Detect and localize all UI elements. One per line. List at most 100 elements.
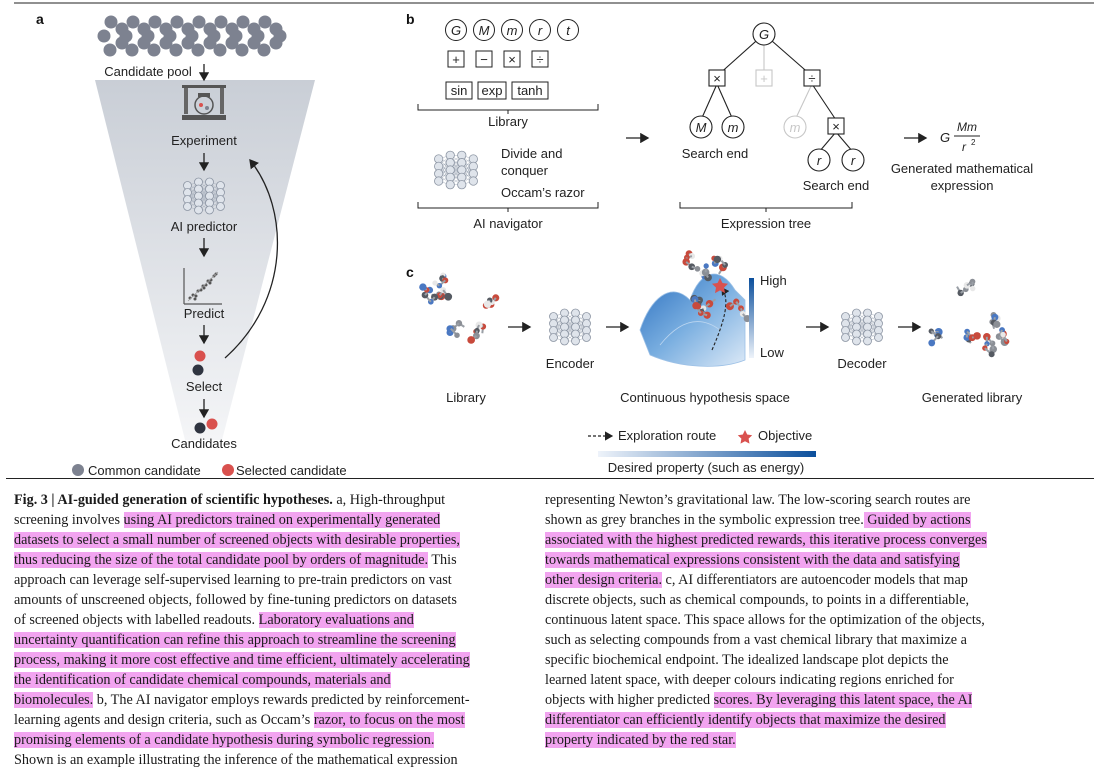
molecule-atom (973, 332, 981, 340)
network-node (434, 176, 444, 186)
network-node (205, 205, 214, 215)
scatter-point (193, 297, 197, 301)
result-label-1: Generated mathematical (891, 161, 1033, 176)
selected-candidate-dot (194, 350, 206, 362)
library-symbol-circle (501, 19, 523, 41)
caption-text: amounts of unscreened objects, followed … (14, 592, 457, 608)
molecule-atom (703, 263, 709, 269)
highlighted-text: property indicated by the red star. (545, 732, 736, 748)
scatter-point (208, 281, 212, 285)
svg-text:G: G (759, 27, 769, 42)
molecule-atom (993, 320, 1001, 328)
caption-line: thus reducing the size of the total cand… (14, 550, 526, 570)
legend-common-swatch (72, 464, 84, 476)
svg-text:+: + (760, 71, 768, 86)
panel-label-c: c (406, 264, 414, 280)
pool-dot (170, 15, 184, 29)
caption-line: such as selecting compounds from a vast … (545, 630, 1057, 650)
caption-line: objects with higher predicted scores. By… (545, 690, 1057, 710)
network-node (571, 336, 580, 346)
caption-line: differentiator can efficiently identify … (545, 710, 1057, 730)
network-node (194, 205, 203, 215)
navigator-text-1: Divide and (501, 146, 562, 161)
tree-op-rr (827, 117, 845, 135)
pool-dot (203, 22, 217, 36)
caption-line: property indicated by the red star. (545, 730, 1057, 750)
highlighted-text: promising elements of a candidate hypoth… (14, 732, 435, 748)
pool-dot (147, 43, 161, 57)
molecule-atom (692, 302, 700, 310)
caption-line: amounts of unscreened objects, followed … (14, 590, 526, 610)
pool-dot (225, 22, 239, 36)
caption-text: a, High-throughput (332, 492, 446, 508)
dark-candidate-dot (192, 364, 204, 376)
network-node (183, 202, 192, 211)
scatter-point (206, 279, 210, 283)
pool-dot (181, 22, 195, 36)
library-symbol-circle (445, 19, 467, 41)
colorbar-high-label: High (760, 273, 787, 288)
pool-dot (236, 15, 250, 29)
pool-dot (97, 29, 111, 43)
library-function-text: exp (482, 83, 503, 98)
navigator-label: AI navigator (473, 216, 543, 231)
library-label: Library (488, 114, 528, 129)
molecule-library-left (419, 272, 500, 344)
objective-star (712, 278, 728, 294)
result-numerator: Mm (957, 120, 977, 134)
colorbar-label: Desired property (such as energy) (608, 460, 805, 475)
caption-line: learned latent space, with deeper colour… (545, 670, 1057, 690)
network-node (863, 336, 872, 346)
legend-objective-star (737, 430, 753, 444)
pool-dot (103, 43, 117, 57)
caption-line: promising elements of a candidate hypoth… (14, 730, 526, 750)
pool-dot (247, 22, 261, 36)
scatter-point (202, 286, 206, 290)
molecule-atom (483, 300, 492, 308)
experiment-label: Experiment (171, 133, 237, 148)
tree-leaf-r1 (807, 148, 831, 172)
decoder-label: Decoder (837, 356, 887, 371)
pool-dot (159, 36, 173, 50)
caption-text: screening involves (14, 512, 124, 528)
network-node (468, 176, 478, 186)
ai-predictor-network-icon (183, 177, 225, 215)
encoder-label: Encoder (546, 356, 595, 371)
molecule-atom (467, 336, 476, 344)
tree-op-left (708, 69, 726, 87)
caption-left-column: Fig. 3 | AI-guided generation of scienti… (14, 490, 526, 770)
svg-text:r: r (851, 153, 856, 168)
molecule-atom (694, 266, 701, 272)
network-node (549, 333, 558, 342)
result-G: G (940, 130, 950, 145)
library-function-box (511, 81, 549, 100)
tree-root-node (752, 22, 776, 46)
caption-text: shown as grey branches in the symbolic e… (545, 512, 864, 528)
tree-leaf-m-grey (783, 115, 807, 139)
pool-dot (115, 36, 129, 50)
svg-text:m: m (790, 120, 801, 135)
latent-landscape (639, 250, 751, 367)
network-node (216, 202, 225, 211)
highlighted-text: Guided by actions (863, 512, 971, 528)
predict-scatter-icon (183, 268, 222, 305)
library-symbol-text: M (479, 23, 490, 38)
pool-dot (169, 43, 183, 57)
legend-route-label: Exploration route (618, 428, 716, 443)
caption-text: specific biochemical endpoint. The ideal… (545, 652, 949, 668)
caption-text: learned latent space, with deeper colour… (545, 672, 954, 688)
pool-dot (269, 22, 283, 36)
library-c-label: Library (446, 390, 486, 405)
result-exponent: 2 (971, 138, 976, 147)
highlighted-text: other design criteria. (545, 572, 662, 588)
caption-line: representing Newton’s gravitational law.… (545, 490, 1057, 510)
pool-dot (247, 36, 261, 50)
highlighted-text: uncertainty quantification can refine th… (14, 632, 456, 648)
library-operator-text: ÷ (536, 52, 543, 67)
library-symbol-circle (473, 19, 495, 41)
caption-line: shown as grey branches in the symbolic e… (545, 510, 1057, 530)
navigator-text-2: conquer (501, 163, 549, 178)
caption-text: Fig. 3 | AI-guided generation of scienti… (14, 492, 333, 508)
pool-dot (137, 36, 151, 50)
